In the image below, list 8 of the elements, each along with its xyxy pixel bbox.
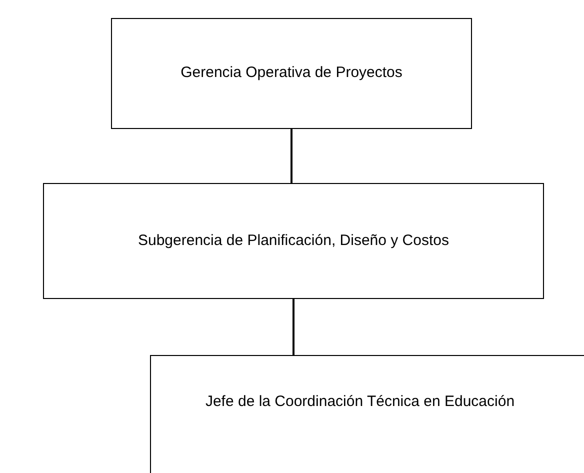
box-title: Subgerencia de Planificación, Diseño y Costos — [138, 232, 449, 250]
connector-line — [290, 129, 292, 183]
box-title: Jefe de la Coordinación Técnica en Educación — [205, 394, 515, 411]
box-title: Gerencia Operativa de Proyectos — [180, 65, 402, 82]
connector-line — [292, 299, 294, 355]
org-box — [150, 355, 584, 473]
org-box — [111, 18, 472, 129]
org-box — [43, 183, 544, 299]
